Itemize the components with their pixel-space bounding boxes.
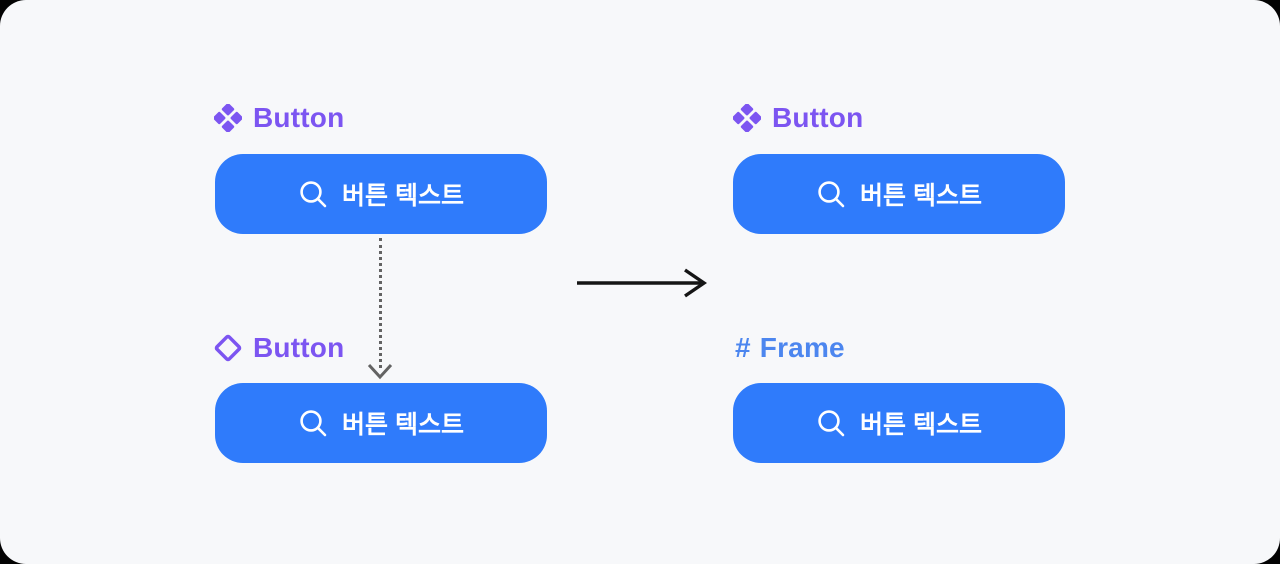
main-component-label-left: Button (214, 100, 344, 136)
instance-label-text: Button (253, 332, 345, 363)
frame-label-text: Frame (759, 332, 845, 363)
arrow-right-icon (577, 268, 708, 298)
instance-button-left[interactable]: 버튼 텍스트 (215, 383, 547, 463)
frame-hash-icon: # (735, 332, 751, 363)
search-icon (818, 410, 845, 437)
main-component-label-text: Button (253, 102, 345, 133)
chevron-down-icon (367, 363, 393, 380)
button-label: 버튼 텍스트 (860, 411, 982, 439)
instance-diamond-icon (214, 334, 242, 362)
component-diamonds-icon (733, 104, 761, 132)
component-diamonds-icon (214, 104, 242, 132)
search-icon (300, 410, 327, 437)
main-component-label-right: Button (733, 100, 863, 136)
button-label: 버튼 텍스트 (860, 182, 982, 210)
main-component-label-text: Button (772, 102, 864, 133)
frame-label-right: # Frame (735, 330, 845, 366)
button-label: 버튼 텍스트 (342, 411, 464, 439)
frame-button-right[interactable]: 버튼 텍스트 (733, 383, 1065, 463)
main-component-button-right[interactable]: 버튼 텍스트 (733, 154, 1065, 234)
button-label: 버튼 텍스트 (342, 182, 464, 210)
search-icon (818, 181, 845, 208)
search-icon (300, 181, 327, 208)
instance-link-dotted-line (379, 238, 382, 368)
main-component-button-left[interactable]: 버튼 텍스트 (215, 154, 547, 234)
instance-label-left: Button (214, 330, 344, 366)
